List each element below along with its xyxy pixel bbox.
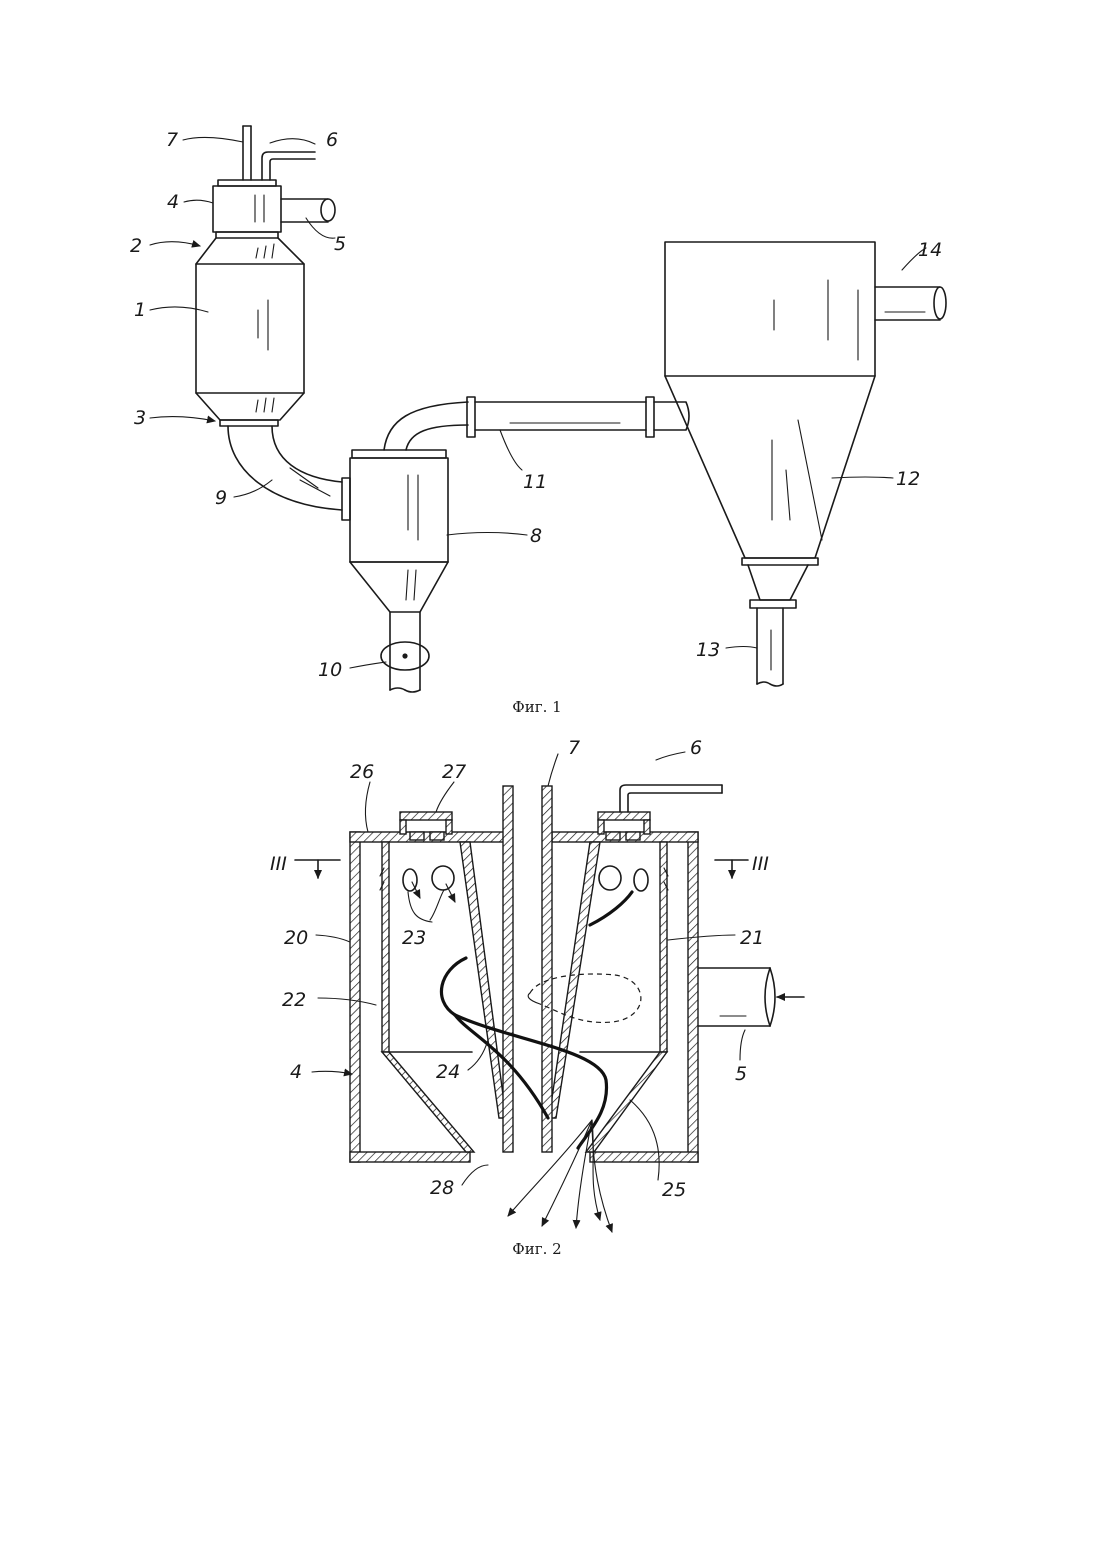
label-6: 6	[326, 129, 338, 151]
label-2: 2	[130, 235, 142, 257]
figure-1: 7 6 4 5 2 1 3 9 8 10 11 12 13 14 Фиг. 1	[130, 126, 946, 716]
label-12: 12	[896, 468, 920, 490]
cone-24	[460, 842, 600, 1118]
label-13: 13	[696, 639, 720, 661]
tube-7	[503, 786, 552, 1152]
label-25: 25	[662, 1179, 686, 1201]
cyclone-12	[665, 242, 946, 686]
pipe-9	[228, 426, 342, 510]
figure-2: III III 26 27 7 6 20	[270, 737, 804, 1258]
chamber-22	[380, 842, 474, 1152]
leaders-fig2	[312, 752, 745, 1185]
label-6-fig2: 6	[690, 737, 702, 759]
label-3: 3	[134, 407, 146, 429]
section-mark-right: III	[752, 853, 769, 875]
figure-1-caption: Фиг. 1	[512, 698, 561, 716]
label-7-fig2: 7	[568, 737, 580, 759]
label-22: 22	[282, 989, 306, 1011]
label-1: 1	[134, 299, 146, 321]
label-9: 9	[215, 487, 227, 509]
label-21: 21	[740, 927, 764, 949]
label-28: 28	[430, 1177, 454, 1199]
figure-2-caption: Фиг. 2	[512, 1240, 561, 1258]
section-mark-left: III	[270, 853, 287, 875]
pipe-5	[698, 968, 804, 1026]
reactor-1	[196, 126, 335, 426]
label-10: 10	[318, 659, 342, 681]
label-8: 8	[530, 525, 542, 547]
pipe-6	[620, 785, 722, 812]
label-14: 14	[918, 239, 942, 261]
labels-fig1: 7 6 4 5 2 1 3 9 8 10 11 12 13 14	[130, 129, 942, 681]
flow-lines	[441, 892, 640, 1232]
label-26: 26	[350, 761, 374, 783]
pipe-11	[384, 397, 689, 450]
label-23: 23	[402, 927, 426, 949]
label-24: 24	[436, 1061, 460, 1083]
label-5: 5	[334, 233, 346, 255]
separator-8	[342, 450, 448, 692]
label-4-fig2: 4	[290, 1061, 302, 1083]
label-5-fig2: 5	[735, 1063, 747, 1085]
label-7: 7	[166, 129, 178, 151]
label-4: 4	[167, 191, 179, 213]
label-27: 27	[442, 761, 466, 783]
housing-20	[350, 812, 698, 1162]
label-20: 20	[284, 927, 308, 949]
label-11: 11	[523, 471, 547, 493]
